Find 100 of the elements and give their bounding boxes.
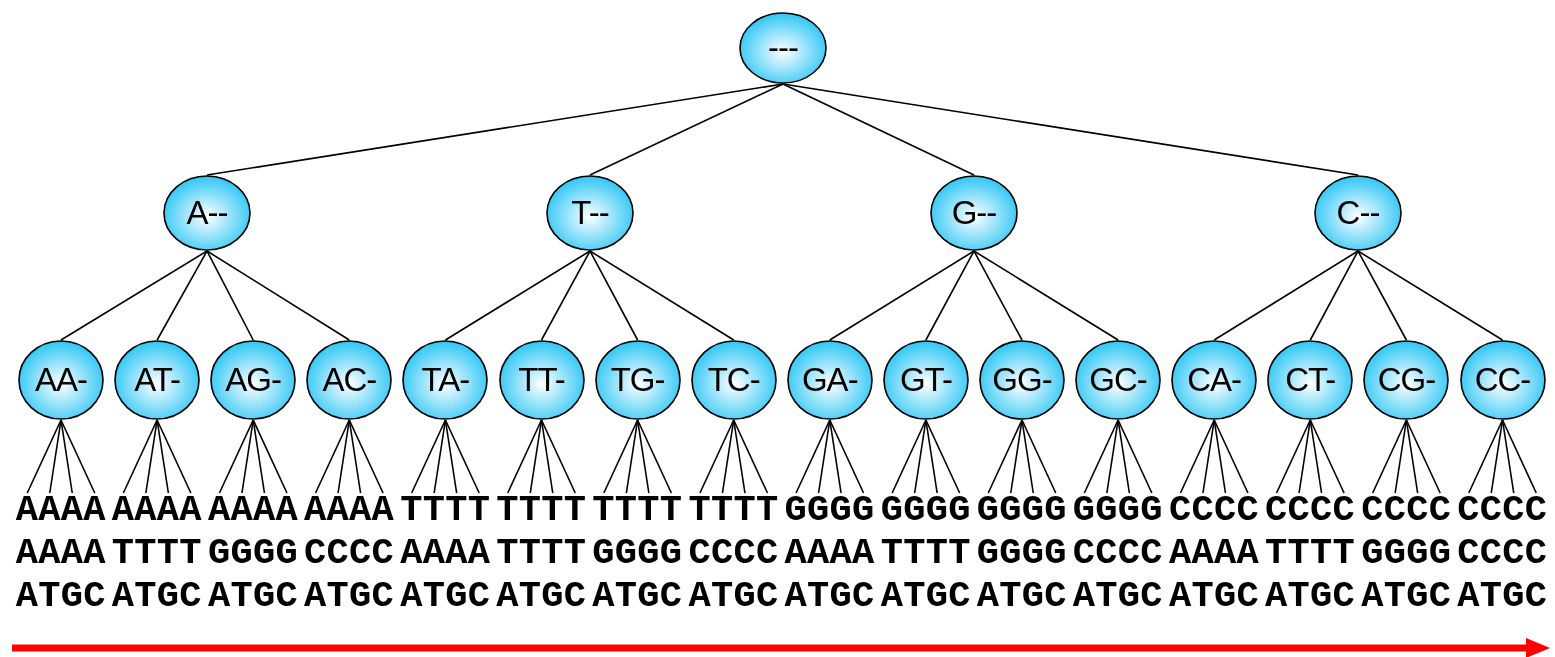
sequence-letters: T G A bbox=[592, 489, 615, 618]
connector-line bbox=[410, 419, 447, 494]
node-label: AT- bbox=[134, 361, 181, 399]
sequence-letters: A A A bbox=[15, 489, 38, 618]
node-label: --- bbox=[768, 29, 798, 67]
sequence-letters: C C A bbox=[1457, 489, 1480, 618]
connector-line bbox=[1501, 419, 1538, 494]
connector-line bbox=[60, 250, 208, 341]
sequence-letters: G G C bbox=[1044, 489, 1067, 618]
connector-line bbox=[1394, 419, 1408, 494]
sequence-letters: A A T bbox=[38, 489, 61, 618]
connector-line bbox=[1405, 419, 1441, 494]
connector-line bbox=[1309, 419, 1345, 494]
node-label: TT- bbox=[518, 361, 565, 399]
sequence-letters: C C G bbox=[1502, 489, 1525, 618]
connector-line bbox=[540, 419, 577, 494]
node-label: GG- bbox=[992, 361, 1052, 399]
sequence-letters: C A T bbox=[1191, 489, 1214, 618]
sequence-letters: G G G bbox=[1021, 489, 1044, 618]
sequence-letters: A A C bbox=[83, 489, 106, 618]
connector-line bbox=[925, 250, 975, 341]
connector-line bbox=[1009, 419, 1023, 494]
sequence-letters: A G G bbox=[252, 489, 276, 618]
connector-line bbox=[829, 419, 865, 494]
sequence-letters: G A G bbox=[829, 489, 852, 618]
connector-line bbox=[1213, 250, 1359, 341]
connector-line bbox=[891, 419, 927, 494]
sequence-letters: C G T bbox=[1383, 489, 1406, 618]
sequence-letters: G C T bbox=[1095, 489, 1118, 618]
sequence-letters: T C C bbox=[755, 489, 779, 618]
connector-line bbox=[1213, 419, 1249, 494]
sequence-letters: C T T bbox=[1287, 489, 1310, 618]
node-label: AC- bbox=[322, 361, 377, 399]
connector-line bbox=[206, 250, 254, 341]
sequence-letters: T A A bbox=[400, 489, 423, 618]
node-label: GC- bbox=[1089, 361, 1147, 399]
connector-line bbox=[156, 419, 170, 494]
sequence-letters: T C A bbox=[688, 489, 711, 618]
sequence-letters: C T G bbox=[1310, 489, 1333, 618]
connector-line bbox=[1357, 250, 1504, 341]
sequence-letters: G T C bbox=[948, 489, 971, 618]
sequence-letters: T A T bbox=[422, 489, 445, 618]
connector-line bbox=[540, 250, 591, 341]
node-label: GT- bbox=[899, 361, 952, 399]
connector-line bbox=[60, 419, 96, 494]
connector-line bbox=[1275, 419, 1312, 494]
connector-line bbox=[540, 419, 554, 494]
connector-line bbox=[829, 419, 842, 494]
node-label: AA- bbox=[35, 361, 87, 399]
connector-line bbox=[699, 419, 735, 494]
connector-line bbox=[589, 250, 735, 341]
sequence-letters: T G G bbox=[637, 489, 660, 618]
sequence-letters: A C A bbox=[304, 489, 327, 618]
node-label: A-- bbox=[186, 194, 228, 232]
sequence-letters: C A C bbox=[1236, 489, 1259, 618]
connector-line bbox=[1117, 419, 1131, 494]
node-label: CA- bbox=[1187, 361, 1242, 399]
connector-line bbox=[1309, 250, 1359, 341]
connector-line bbox=[987, 419, 1023, 494]
sequence-letters: G T G bbox=[925, 489, 948, 618]
node-label: TC- bbox=[707, 361, 760, 399]
sequence-letters: A C G bbox=[349, 489, 372, 618]
sequence-letters: C A G bbox=[1213, 489, 1237, 618]
connector-line bbox=[506, 419, 543, 494]
sequence-letters: A G T bbox=[230, 489, 253, 618]
sequence-letters: A G C bbox=[275, 489, 298, 618]
connector-line bbox=[625, 419, 639, 494]
sequence-letters: T A C bbox=[467, 489, 490, 618]
connector-line bbox=[589, 83, 784, 176]
connector-line bbox=[218, 419, 254, 494]
sequence-letters: C A A bbox=[1168, 489, 1192, 618]
connector-line bbox=[636, 419, 650, 494]
sequence-letters: T G T bbox=[614, 489, 638, 618]
connector-line bbox=[348, 419, 384, 494]
connector-line bbox=[925, 419, 938, 494]
sequence-letters: G T T bbox=[903, 489, 926, 618]
sequence-letters: T T G bbox=[541, 489, 564, 618]
connector-line bbox=[145, 419, 158, 494]
connector-line bbox=[829, 250, 975, 341]
connector-line bbox=[26, 419, 62, 494]
node-label: C-- bbox=[1336, 194, 1380, 232]
sequence-letters: C G G bbox=[1406, 489, 1429, 618]
node-label: T-- bbox=[571, 194, 609, 232]
sequence-letters: G C A bbox=[1072, 489, 1096, 618]
node-label: CT- bbox=[1285, 361, 1336, 399]
sequence-letters: C G C bbox=[1428, 489, 1451, 618]
sequence-letters: A T G bbox=[156, 489, 180, 618]
node-label: G-- bbox=[951, 194, 997, 232]
connector-line bbox=[48, 419, 62, 494]
connector-line bbox=[1179, 419, 1215, 494]
sequence-letters: T T T bbox=[518, 489, 541, 618]
connector-line bbox=[314, 419, 351, 494]
connector-line bbox=[206, 250, 351, 341]
sequence-letters: G A T bbox=[807, 489, 830, 618]
node-label: GA- bbox=[801, 361, 858, 399]
connector-line bbox=[782, 83, 975, 176]
sequence-letters: A A G bbox=[60, 489, 83, 618]
connector-line bbox=[732, 419, 746, 494]
sequence-letters: C T C bbox=[1332, 489, 1355, 618]
connector-line bbox=[1371, 419, 1408, 494]
